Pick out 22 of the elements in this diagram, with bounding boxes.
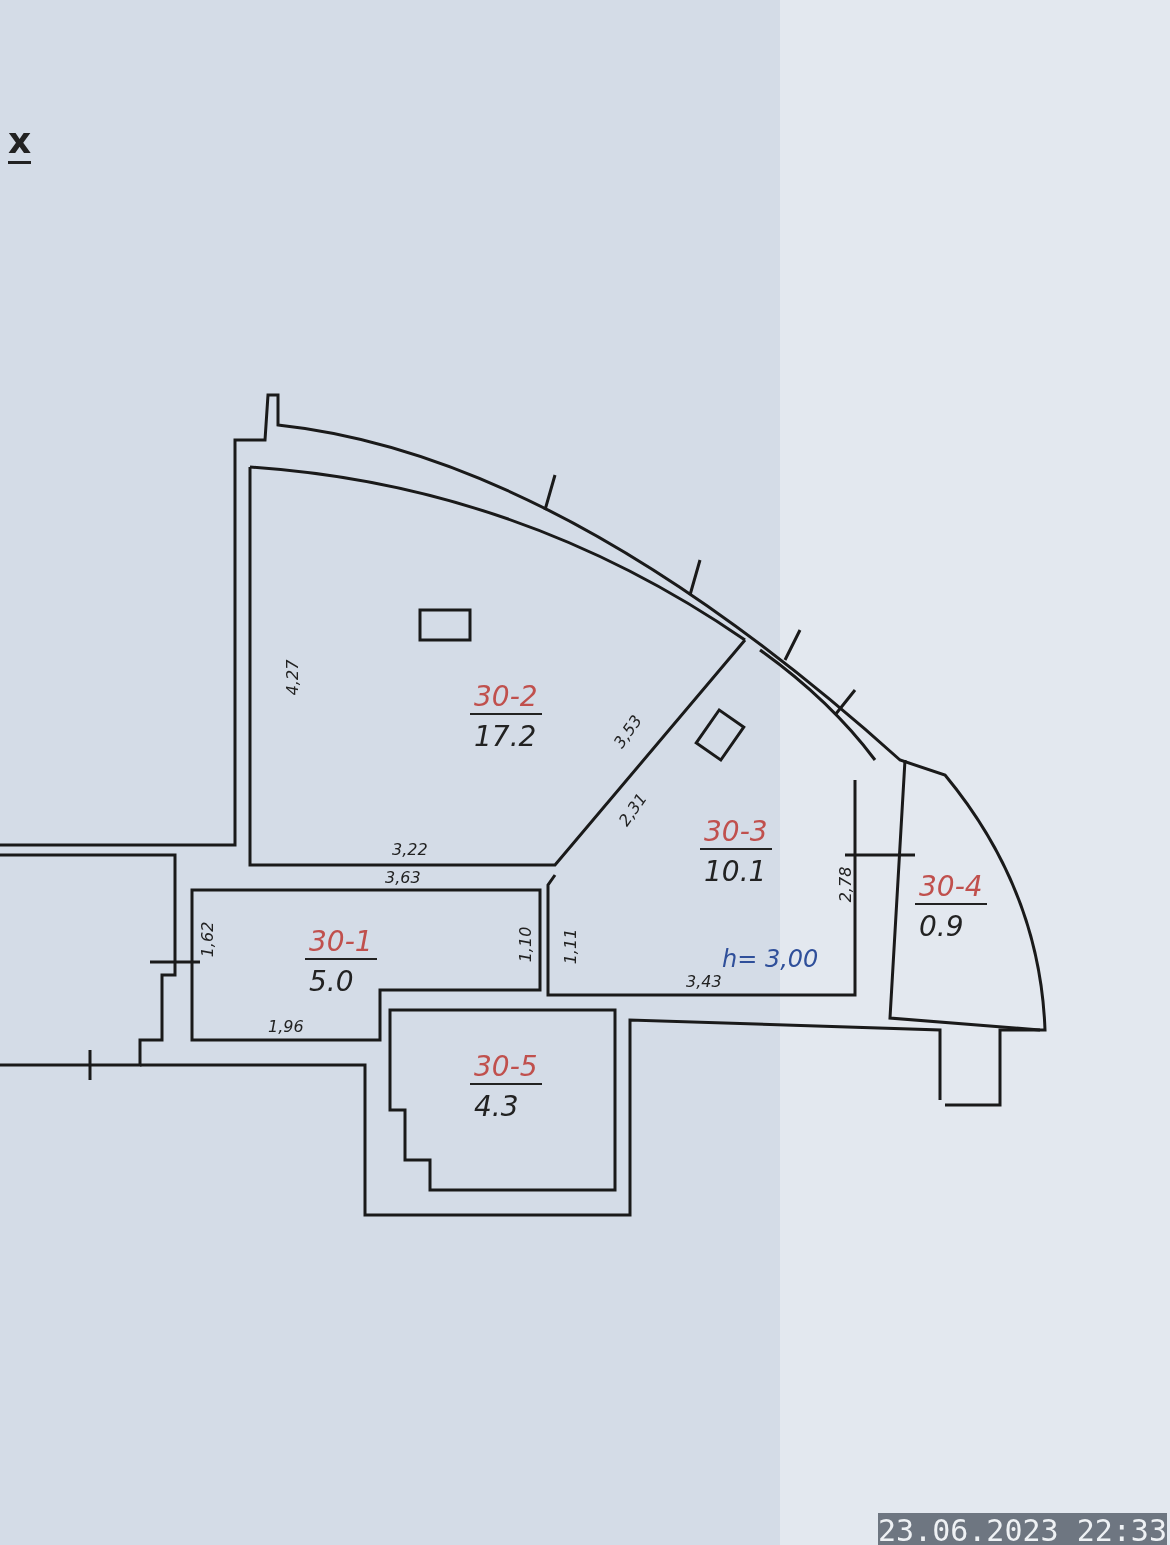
room-number: 30-4: [915, 870, 987, 905]
room-number: 30-1: [305, 925, 377, 960]
heading-letter: x: [8, 120, 32, 164]
dimension-value: 3,43: [686, 972, 722, 991]
dimension-value: 1,62: [198, 921, 218, 958]
ceiling-height-note: h= 3,00: [722, 945, 819, 973]
dimension-value: 1,11: [561, 928, 581, 965]
room-number: 30-2: [470, 680, 542, 715]
dimension-value: 1,96: [268, 1017, 304, 1036]
dimension-value: 1,10: [516, 926, 536, 963]
dimension-value: 4,27: [283, 659, 303, 696]
room-area-value: 10.1: [704, 855, 767, 888]
timestamp: 23.06.2023 22:33: [878, 1513, 1167, 1545]
room-area-value: 5.0: [309, 965, 354, 998]
dimension-value: 3,63: [385, 868, 421, 887]
dimension-value: 2,78: [836, 866, 856, 903]
room-number: 30-5: [470, 1050, 542, 1085]
dimension-value: 3,22: [392, 840, 428, 859]
room-area-value: 0.9: [919, 910, 964, 943]
room-area-value: 4.3: [474, 1090, 519, 1123]
room-area-value: 17.2: [474, 720, 537, 753]
room-number: 30-3: [700, 815, 772, 850]
